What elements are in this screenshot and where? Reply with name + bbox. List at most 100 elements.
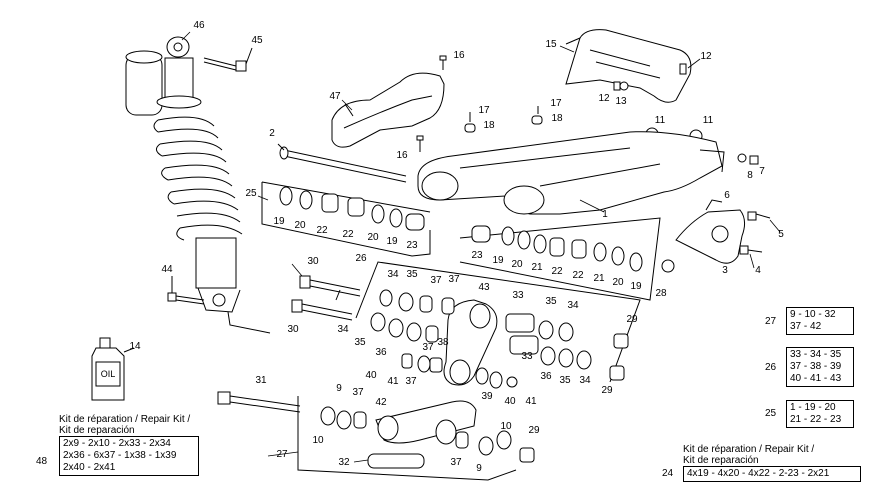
callout-9: 9: [476, 463, 482, 474]
callout-41: 41: [387, 376, 399, 387]
callout-42: 42: [375, 397, 387, 408]
side-kit-27-box: 9 - 10 - 32 37 - 42: [786, 307, 854, 335]
callout-36: 36: [375, 347, 387, 358]
linkage-42-drawing: [375, 400, 477, 445]
callout-41: 41: [525, 396, 537, 407]
callout-12: 12: [700, 51, 712, 62]
callout-2: 2: [269, 128, 275, 139]
kit-left-box: 2x9 - 2x10 - 2x33 - 2x34 2x36 - 6x37 - 1…: [59, 436, 199, 476]
callout-25: 25: [245, 188, 257, 199]
callout-38: 38: [437, 337, 449, 348]
kit-right-title-1: Kit de réparation / Repair Kit /: [683, 444, 815, 455]
callout-9: 9: [336, 383, 342, 394]
callout-16: 16: [453, 50, 465, 61]
callout-26: 26: [355, 253, 367, 264]
swingarm-1-drawing: [417, 131, 725, 215]
callout-22: 22: [551, 266, 563, 277]
callout-8: 8: [747, 170, 753, 181]
kit-27-outline: [297, 396, 535, 481]
callout-10: 10: [312, 435, 324, 446]
chain-cover-15-drawing: [565, 29, 692, 103]
callout-40: 40: [504, 396, 516, 407]
callout-20: 20: [511, 259, 523, 270]
kit-right-row: 4x19 - 4x20 - 4x22 - 2-23 - 2x21: [687, 468, 830, 479]
side-kit-27-row: 37 - 42: [790, 321, 822, 332]
callout-23: 23: [406, 240, 418, 251]
callout-37: 37: [448, 274, 460, 285]
callout-20: 20: [367, 232, 379, 243]
kit-25-outline: [261, 181, 661, 301]
callout-28: 28: [655, 288, 667, 299]
side-kit-25-row: 1 - 19 - 20: [790, 402, 836, 413]
bolt-31-drawing: [217, 391, 301, 413]
oil-label: OIL: [100, 369, 116, 379]
callout-19: 19: [630, 281, 642, 292]
side-kit-26-box: 33 - 34 - 35 37 - 38 - 39 40 - 41 - 43: [786, 347, 854, 387]
callout-19: 19: [386, 236, 398, 247]
kit-left-row: 2x9 - 2x10 - 2x33 - 2x34: [63, 438, 171, 449]
callout-47: 47: [329, 91, 341, 102]
callout-11: 11: [654, 115, 666, 126]
side-kit-27-row: 9 - 10 - 32: [790, 309, 836, 320]
callout-33: 33: [512, 290, 524, 301]
callout-35: 35: [406, 269, 418, 280]
side-kit-27-number: 27: [765, 316, 777, 327]
bushings-middle-drawing: [370, 289, 629, 389]
callout-23: 23: [471, 250, 483, 261]
bolt-45-drawing: [203, 47, 253, 72]
callout-30: 30: [287, 324, 299, 335]
callout-29: 29: [601, 385, 613, 396]
callout-37: 37: [430, 275, 442, 286]
callout-14: 14: [129, 341, 141, 352]
chain-guide-47-drawing: [331, 72, 445, 148]
callout-46: 46: [193, 20, 205, 31]
bearings-upper-right: [471, 225, 643, 272]
callout-34: 34: [579, 375, 591, 386]
callout-19: 19: [273, 216, 285, 227]
callout-34: 34: [387, 269, 399, 280]
callout-22: 22: [572, 270, 584, 281]
callout-31: 31: [255, 375, 267, 386]
callout-29: 29: [626, 314, 638, 325]
callout-1: 1: [602, 209, 608, 220]
callout-21: 21: [593, 273, 605, 284]
kit-right-number: 24: [662, 468, 674, 479]
callout-36: 36: [540, 371, 552, 382]
shock-absorber-drawing: [125, 36, 271, 334]
callout-20: 20: [294, 220, 306, 231]
callout-18: 18: [551, 113, 563, 124]
callout-5: 5: [778, 229, 784, 240]
callout-22: 22: [342, 229, 354, 240]
callout-15: 15: [545, 39, 557, 50]
bolts-30-drawing: [291, 275, 361, 321]
callout-35: 35: [559, 375, 571, 386]
side-kit-26-row: 40 - 41 - 43: [790, 373, 842, 384]
callout-11: 11: [702, 115, 714, 126]
oil-bottle-drawing: [91, 337, 135, 401]
axle-2-drawing: [277, 143, 407, 183]
repair-kit-left: Kit de réparation / Repair Kit / Kit de …: [59, 414, 199, 476]
callout-37: 37: [450, 457, 462, 468]
callout-3: 3: [722, 265, 728, 276]
linkage-43-drawing: [443, 299, 498, 386]
bolt-44-drawing: [167, 276, 205, 305]
kit-right-box: 4x19 - 4x20 - 4x22 - 2-23 - 2x21: [683, 466, 861, 482]
callout-44: 44: [161, 264, 173, 275]
side-kit-25-box: 1 - 19 - 20 21 - 22 - 23: [786, 400, 854, 428]
callout-33: 33: [521, 351, 533, 362]
callout-35: 35: [545, 296, 557, 307]
callout-37: 37: [405, 376, 417, 387]
callout-21: 21: [531, 262, 543, 273]
kit-left-title-2: Kit de reparación: [59, 425, 135, 436]
callout-16: 16: [396, 150, 408, 161]
side-kit-25-row: 21 - 22 - 23: [790, 414, 842, 425]
leader-lines: [181, 31, 781, 463]
kit-left-number: 48: [36, 456, 48, 467]
side-kit-26-row: 37 - 38 - 39: [790, 361, 842, 372]
callout-22: 22: [316, 225, 328, 236]
callout-34: 34: [567, 300, 579, 311]
callout-12: 12: [598, 93, 610, 104]
side-kit-26-row: 33 - 34 - 35: [790, 349, 842, 360]
